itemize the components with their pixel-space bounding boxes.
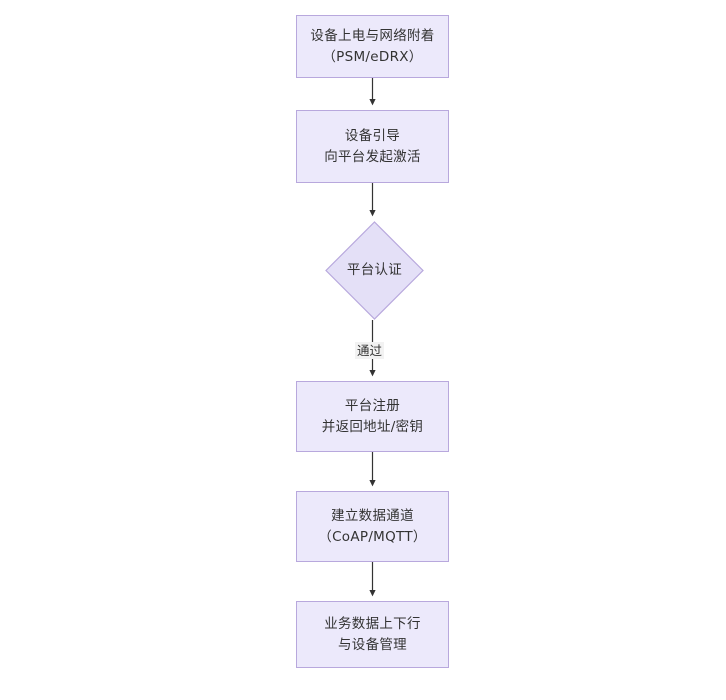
diamond-shape — [325, 221, 424, 320]
node-platform-auth-decision[interactable]: 平台认证 — [325, 221, 424, 320]
node-label: 建立数据通道 （CoAP/MQTT） — [318, 507, 427, 545]
node-label: 业务数据上下行 与设备管理 — [324, 615, 421, 653]
node-business-data-management[interactable]: 业务数据上下行 与设备管理 — [296, 601, 449, 668]
node-label: 设备引导 向平台发起激活 — [324, 127, 421, 165]
node-label: 平台注册 并返回地址/密钥 — [321, 397, 424, 435]
edge-label-pass: 通过 — [355, 342, 385, 359]
node-device-bootstrap[interactable]: 设备引导 向平台发起激活 — [296, 110, 449, 183]
node-platform-register[interactable]: 平台注册 并返回地址/密钥 — [296, 381, 449, 452]
node-label: 平台认证 — [346, 262, 403, 279]
node-establish-data-channel[interactable]: 建立数据通道 （CoAP/MQTT） — [296, 491, 449, 562]
node-device-power-on[interactable]: 设备上电与网络附着 （PSM/eDRX） — [296, 15, 449, 78]
node-label: 设备上电与网络附着 （PSM/eDRX） — [310, 27, 435, 65]
